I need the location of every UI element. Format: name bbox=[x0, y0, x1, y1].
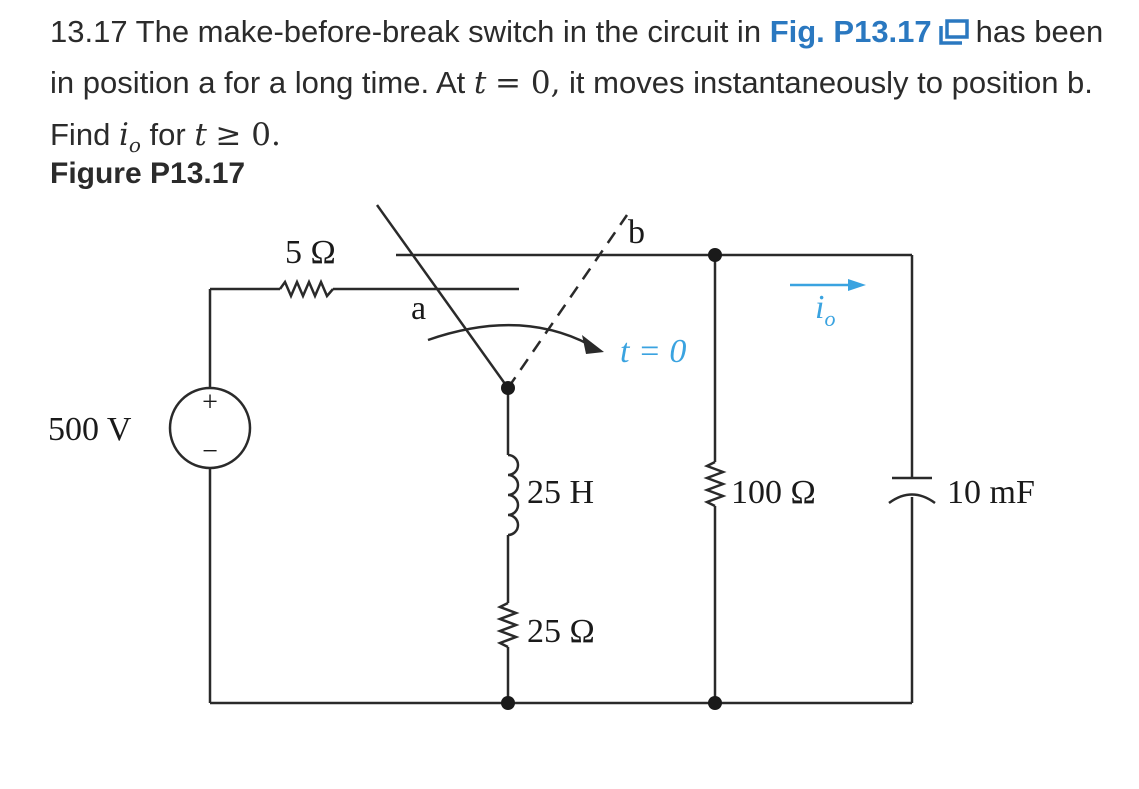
figure-link[interactable]: Fig. P13.17 bbox=[769, 14, 932, 49]
figure-title: Figure P13.17 bbox=[50, 157, 246, 190]
resistor-5-ohm bbox=[278, 278, 334, 300]
switch-blade-dashed bbox=[506, 214, 629, 389]
label-source-plus: + bbox=[202, 387, 218, 418]
switch-arc bbox=[427, 323, 591, 347]
var-t: t bbox=[473, 65, 487, 101]
switch-arc-arrowhead bbox=[582, 335, 604, 354]
label-source: 500 V bbox=[48, 411, 132, 448]
problem-number: 13.17 bbox=[50, 14, 128, 49]
label-inductor: 25 H bbox=[527, 474, 594, 511]
var-io: io bbox=[118, 117, 141, 158]
problem-statement: 13.17 The make-before-break switch in th… bbox=[50, 6, 1110, 171]
eq-zero: = 0, bbox=[495, 65, 561, 101]
resistor-100-ohm bbox=[703, 460, 727, 508]
label-switch-a: a bbox=[411, 290, 426, 327]
node-bottom-right bbox=[708, 696, 722, 710]
label-r2: 25 Ω bbox=[527, 613, 595, 650]
resistor-25-ohm bbox=[496, 601, 520, 649]
label-current: io bbox=[815, 289, 835, 331]
node-top-right bbox=[708, 248, 722, 262]
problem-text-2: has been in position a for a long time. … bbox=[50, 14, 1104, 100]
problem-text-3: it moves instantaneously to position b. … bbox=[50, 65, 1093, 152]
voltage-source bbox=[168, 386, 252, 470]
var-t-2: t bbox=[194, 117, 207, 153]
geq-zero: ≥ 0. bbox=[215, 117, 281, 153]
label-r1: 5 Ω bbox=[285, 234, 336, 271]
problem-text-4: for bbox=[149, 117, 186, 152]
switch-blade bbox=[375, 204, 510, 389]
label-switch-b: b bbox=[628, 214, 645, 251]
node-bottom-mid bbox=[501, 696, 515, 710]
popout-icon[interactable] bbox=[938, 9, 970, 45]
inductor-25-h bbox=[507, 453, 520, 537]
capacitor-plate-bottom bbox=[888, 493, 936, 505]
node-switch-pivot bbox=[501, 381, 515, 395]
label-capacitor: 10 mF bbox=[947, 474, 1035, 511]
label-source-minus: − bbox=[202, 436, 218, 467]
label-switch-time: t = 0 bbox=[620, 333, 686, 370]
current-arrowhead bbox=[848, 279, 866, 291]
label-r3: 100 Ω bbox=[731, 474, 816, 511]
problem-text-1: The make-before-break switch in the circ… bbox=[135, 14, 762, 49]
